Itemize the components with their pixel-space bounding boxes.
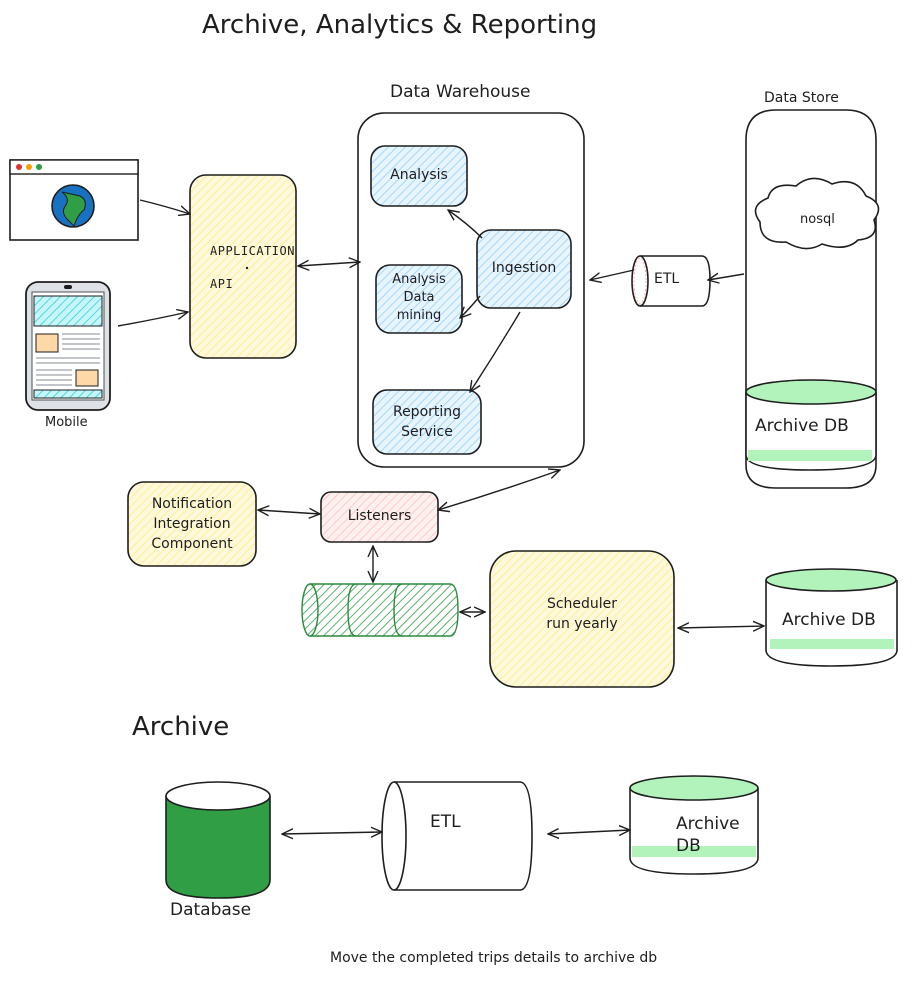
analysis-data-mining-box: [375, 264, 463, 334]
ingestion-box: [476, 229, 572, 309]
arrow-ingestion-to-mining: [460, 295, 481, 318]
archive-db-store-label: Archive DB: [755, 416, 849, 436]
scheduler-line2: run yearly: [546, 616, 618, 632]
archive-db-right-label: Archive DB: [782, 610, 876, 630]
etl-small-label: ETL: [654, 271, 680, 287]
archive-db-bottom-label: Archive DB: [676, 813, 740, 857]
arrow-etl-to-warehouse: [590, 269, 635, 280]
notification-label: Notification Integration Component: [128, 494, 256, 554]
reporting-line1: Reporting: [392, 404, 462, 420]
archive-db-cylinder-store: [745, 379, 877, 471]
ingestion-label: Ingestion: [491, 260, 557, 276]
arrow-etl-archive: [548, 830, 630, 834]
notification-line2: Integration: [153, 516, 231, 532]
database-label: Database: [170, 900, 252, 920]
analysis-mining-line2: Data: [403, 290, 435, 305]
arrow-store-to-etl: [708, 274, 745, 280]
reporting-line2: Service: [401, 424, 453, 440]
scheduler-label: Scheduler run yearly: [490, 594, 674, 634]
arrow-ingestion-to-reporting: [470, 311, 521, 392]
connectors: [117, 199, 764, 834]
data-store-label: Data Store: [764, 90, 839, 106]
application-api-box: [189, 174, 297, 359]
analysis-box: [370, 145, 468, 207]
arrow-database-etl: [282, 832, 382, 834]
notification-line3: Component: [151, 536, 233, 552]
arrow-mobile-to-api: [117, 312, 188, 327]
arrow-warehouse-listeners: [438, 470, 560, 510]
analysis-label: Analysis: [390, 167, 448, 183]
nosql-cloud: [754, 177, 880, 250]
footer-note: Move the completed trips details to arch…: [330, 950, 658, 966]
mobile-label: Mobile: [45, 415, 88, 430]
notification-integration-box: [127, 481, 257, 567]
scheduler-box: [489, 550, 675, 688]
reporting-service-box: [372, 389, 482, 455]
arrow-scheduler-archive: [678, 626, 764, 628]
reporting-service-label: Reporting Service: [373, 402, 481, 442]
mobile-phone-icon: [25, 281, 111, 411]
archive-db-bottom-line1: Archive: [676, 814, 740, 834]
arrow-browser-to-api: [139, 199, 190, 214]
archive-db-cylinder-right: [765, 568, 898, 667]
api-label-line2: API: [210, 277, 234, 291]
archive-section-heading: Archive: [132, 712, 230, 742]
api-dot: [245, 266, 249, 270]
arrow-api-warehouse: [298, 262, 360, 266]
api-label-line1: APPLICATION: [210, 244, 295, 258]
listeners-label: Listeners: [347, 508, 412, 524]
notification-line1: Notification: [151, 496, 233, 512]
analysis-data-mining-label: Analysis Data mining: [376, 271, 462, 325]
browser-window-icon: [9, 159, 139, 241]
nosql-label: nosql: [800, 212, 835, 227]
message-queue-icon: [301, 583, 459, 637]
etl-large-cylinder: [381, 781, 533, 891]
data-warehouse-label: Data Warehouse: [390, 82, 531, 102]
diagram-title: Archive, Analytics & Reporting: [202, 10, 598, 40]
archive-db-cylinder-bottom: [629, 775, 759, 875]
analysis-mining-line1: Analysis: [392, 272, 446, 287]
scheduler-line1: Scheduler: [546, 596, 618, 612]
database-cylinder: [165, 781, 271, 899]
etl-large-label: ETL: [430, 812, 461, 832]
arrow-ingestion-to-analysis: [448, 210, 483, 239]
arrow-notification-listeners: [258, 510, 320, 514]
archive-db-bottom-line2: DB: [676, 836, 701, 856]
analysis-mining-line3: mining: [396, 308, 442, 323]
